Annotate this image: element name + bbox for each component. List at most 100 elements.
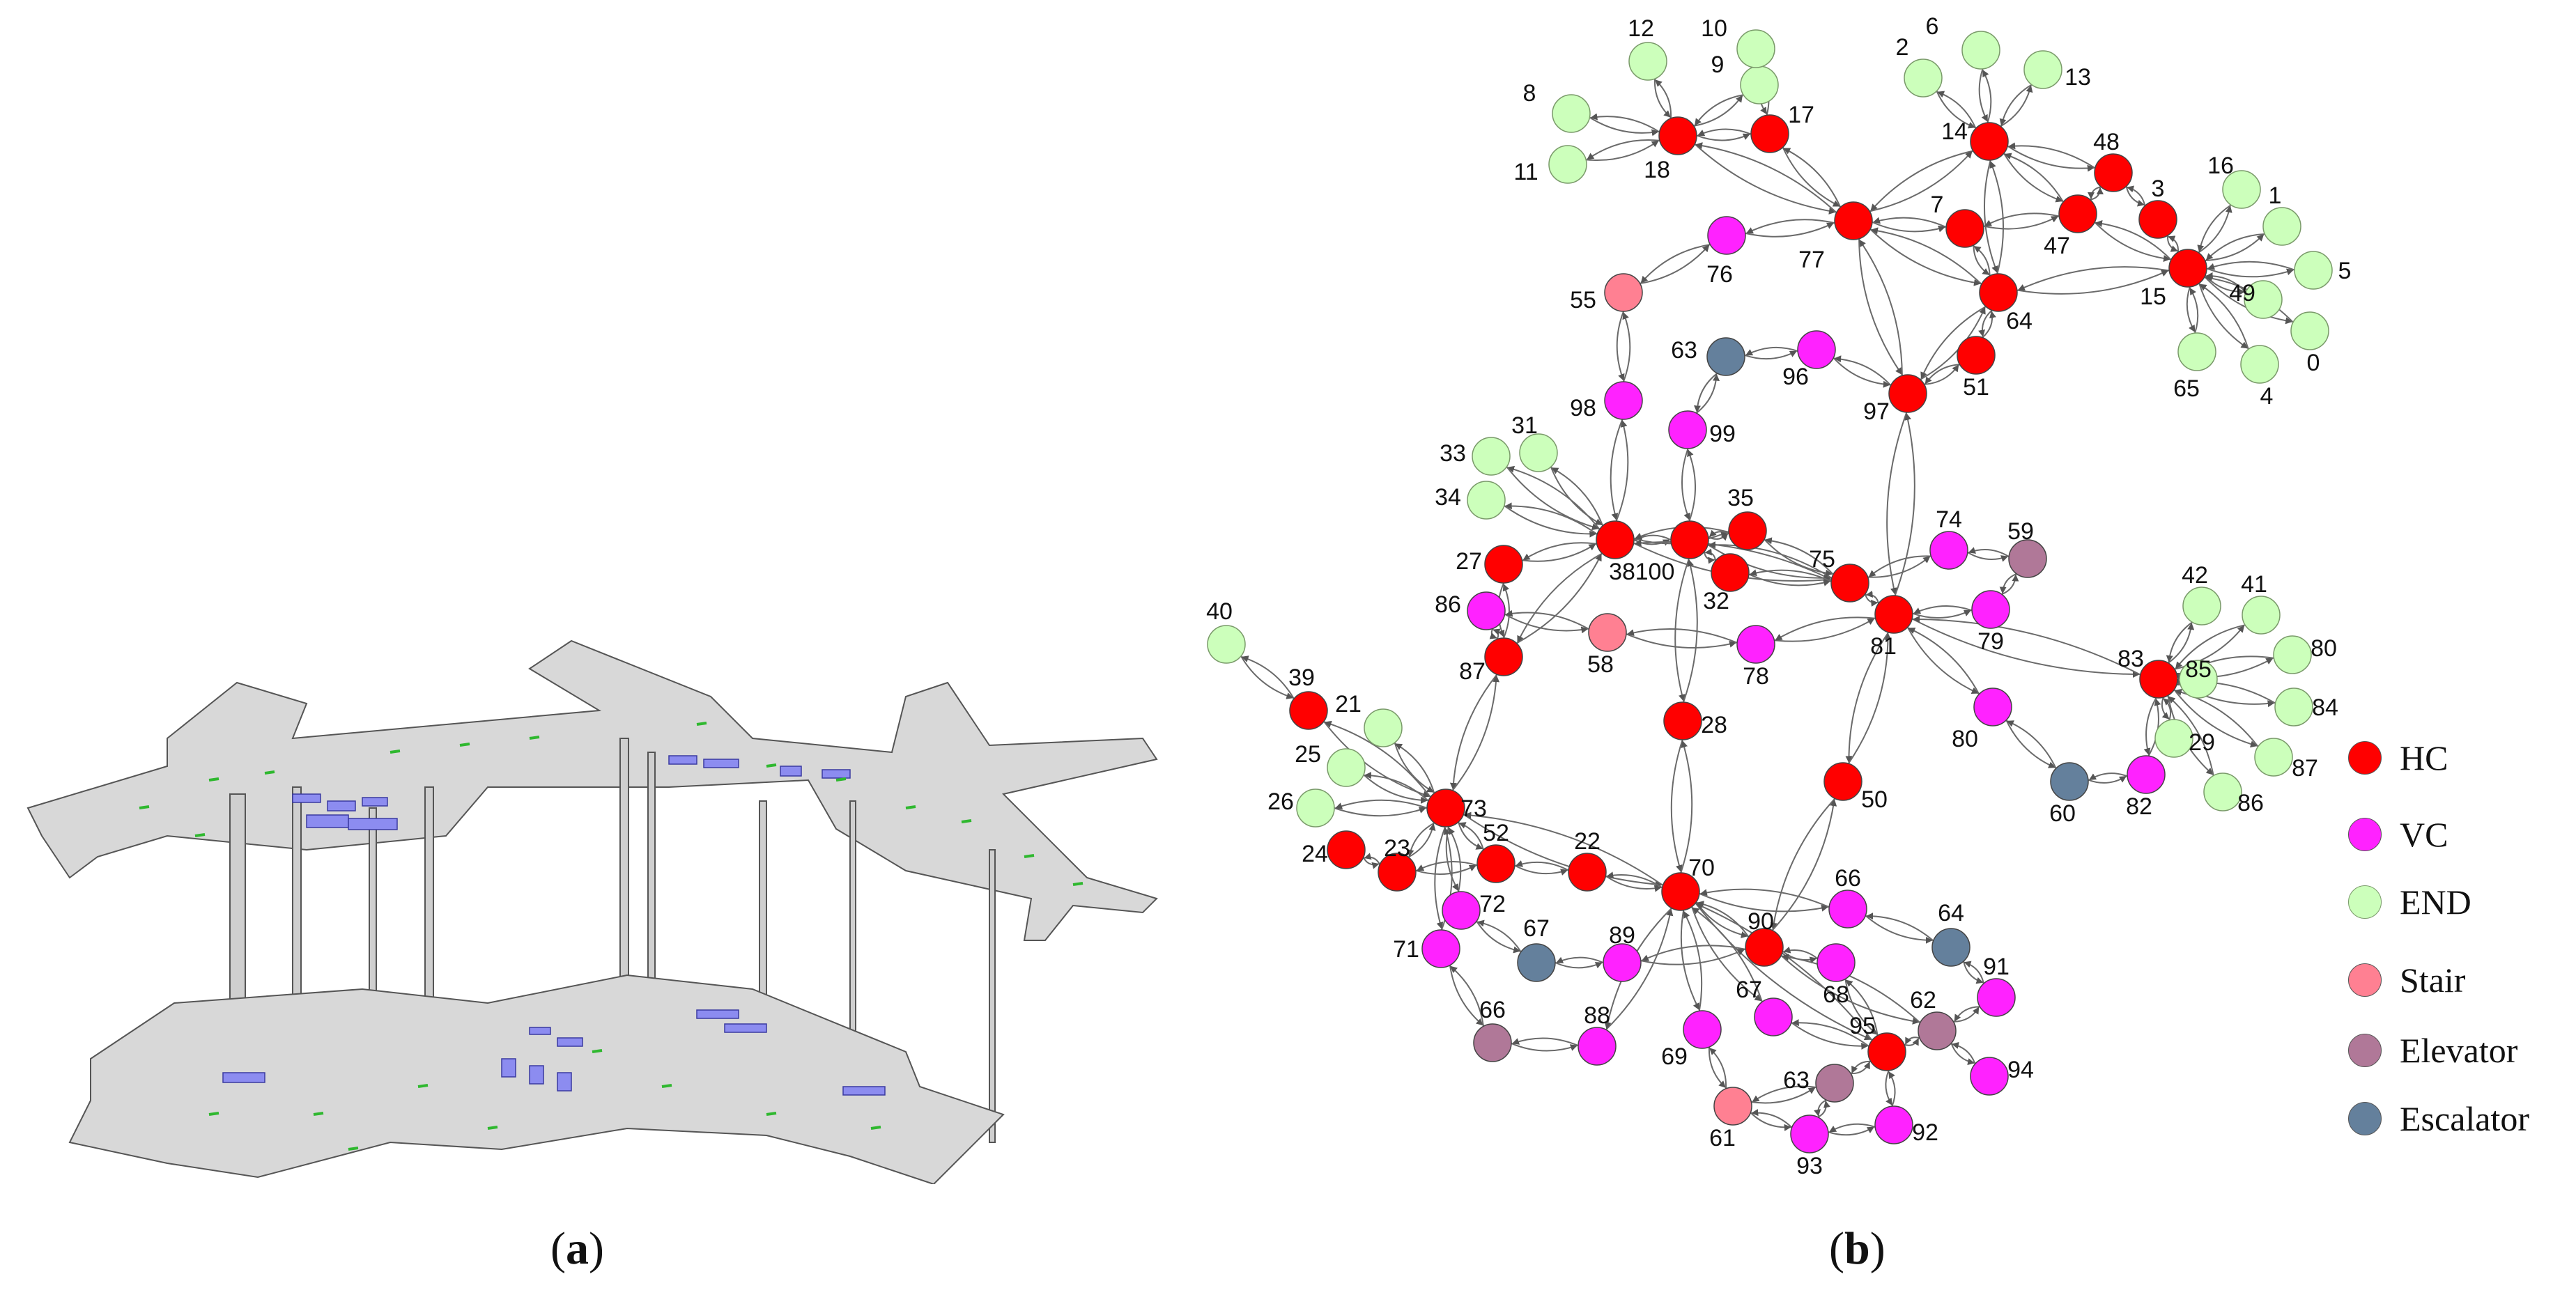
graph-edge xyxy=(1775,616,1876,641)
graph-edge xyxy=(1984,212,2060,227)
graph-node-vc xyxy=(1973,688,2012,727)
graph-node-end xyxy=(2154,719,2193,758)
graph-node-label: 95 xyxy=(1849,1013,1876,1039)
graph-node-label: 32 xyxy=(1703,588,1729,614)
graph-edge xyxy=(1550,466,1603,526)
graph-edge xyxy=(1751,1109,1793,1128)
graph-node-vc xyxy=(2127,755,2166,794)
graph-edge xyxy=(1999,84,2033,126)
graph-node-end xyxy=(2290,311,2329,350)
graph-node-label: 12 xyxy=(1628,15,1654,42)
graph-edge xyxy=(2173,689,2258,748)
graph-node-hc xyxy=(2058,194,2097,233)
graph-node-label: 41 xyxy=(2241,571,2267,598)
graph-edge xyxy=(1449,674,1498,790)
graph-edge xyxy=(2206,267,2294,278)
graph-edge xyxy=(1851,1062,1871,1075)
graph-edge xyxy=(1925,364,1960,385)
graph-node-label: 64 xyxy=(1938,900,1964,926)
legend-swatch xyxy=(2348,1034,2382,1067)
graph-node-label: 64 xyxy=(2006,308,2033,334)
graph-node-label: 52 xyxy=(1483,820,1509,846)
graph-node-label: 40 xyxy=(1206,598,1233,625)
graph-node-vc xyxy=(1754,997,1793,1036)
graph-node-label: 69 xyxy=(1661,1043,1688,1070)
graph-edge xyxy=(1745,346,1798,356)
graph-node-hc xyxy=(2139,660,2178,699)
graph-node-hc xyxy=(1728,511,1767,550)
graph-edge xyxy=(1978,68,1989,123)
graph-node-end xyxy=(2273,635,2312,674)
graph-edge xyxy=(2143,697,2157,756)
graph-edge xyxy=(1335,799,1428,809)
graph-node-hc xyxy=(1888,374,1927,413)
caption-b-letter: b xyxy=(1844,1223,1870,1274)
graph-edge xyxy=(2125,186,2145,207)
legend-item-end: END xyxy=(2348,883,2471,922)
graph-edge xyxy=(1911,618,2140,678)
graph-edge xyxy=(1694,143,1836,215)
graph-node-label: 96 xyxy=(1782,364,1809,390)
graph-node-label: 76 xyxy=(1706,261,1733,288)
graph-edge xyxy=(1489,628,1497,639)
graph-node-label: 35 xyxy=(1727,485,1754,511)
graph-edge xyxy=(2004,153,2064,203)
graph-node-label: 94 xyxy=(2007,1057,2034,1083)
graph-node-label: 48 xyxy=(2093,129,2120,155)
graph-edge xyxy=(1983,215,2059,230)
graph-node-hc xyxy=(1711,553,1750,592)
graph-edge xyxy=(1782,147,1840,207)
graph-node-label: 82 xyxy=(2126,793,2152,820)
graph-edge xyxy=(2167,235,2178,252)
graph-node-label: 86 xyxy=(2237,790,2264,816)
graph-node-label: 38 xyxy=(1609,559,1635,585)
graph-node-label: 66 xyxy=(1835,865,1861,892)
graph-edge xyxy=(1504,502,1598,535)
graph-node-hc xyxy=(2168,249,2207,288)
graph-node-label: 10 xyxy=(1701,15,1727,42)
graph-edge xyxy=(1606,871,1663,889)
graph-node-label: 93 xyxy=(1796,1153,1823,1179)
door-marker xyxy=(487,1126,498,1130)
room-shape xyxy=(724,1023,767,1033)
graph-node-end xyxy=(2254,738,2293,777)
graph-node-label: 74 xyxy=(1936,506,1962,533)
graph-edge xyxy=(1845,979,1879,1036)
graph-node-label: 73 xyxy=(1460,795,1487,822)
graph-node-label: 75 xyxy=(1809,546,1835,573)
graph-node-end xyxy=(1472,437,1511,476)
graph-edge xyxy=(1872,217,1947,228)
graph-edge xyxy=(1670,739,1683,872)
graph-edge xyxy=(1968,547,2010,558)
graph-edge xyxy=(2205,233,2265,261)
graph-edge xyxy=(1654,78,1671,118)
graph-edge xyxy=(1697,901,1750,938)
caption-a-letter: a xyxy=(565,1223,589,1274)
graph-edge xyxy=(1906,626,1979,694)
graph-edge xyxy=(1555,962,1603,969)
graph-edge xyxy=(1908,627,1980,695)
graph-node-vc xyxy=(1736,625,1775,664)
graph-edge xyxy=(1782,954,1921,1023)
graph-node-label: 80 xyxy=(1952,726,1978,752)
graph-node-label: 6 xyxy=(1926,13,1939,40)
graph-edge xyxy=(1640,244,1710,284)
graph-edge xyxy=(2008,142,2096,169)
graph-edge xyxy=(1951,1041,1976,1064)
graph-node-hc xyxy=(1830,564,1869,603)
legend-swatch xyxy=(2348,963,2382,997)
graph-node-stair xyxy=(1713,1087,1752,1126)
graph-node-hc xyxy=(1484,637,1523,676)
graph-node-label: 22 xyxy=(1574,828,1601,855)
door-marker xyxy=(390,750,401,754)
graph-node-label: 91 xyxy=(1983,954,2010,980)
graph-edge xyxy=(1764,538,1833,577)
graph-node-label: 47 xyxy=(2044,233,2070,259)
graph-edge xyxy=(1415,864,1476,875)
graph-edge xyxy=(2189,287,2199,334)
graph-edge xyxy=(2088,186,2101,200)
upper-floor xyxy=(26,639,1158,941)
graph-edge xyxy=(1626,633,1737,648)
legend-item-elevator: Elevator xyxy=(2348,1031,2517,1070)
graph-node-end xyxy=(1364,708,1403,747)
